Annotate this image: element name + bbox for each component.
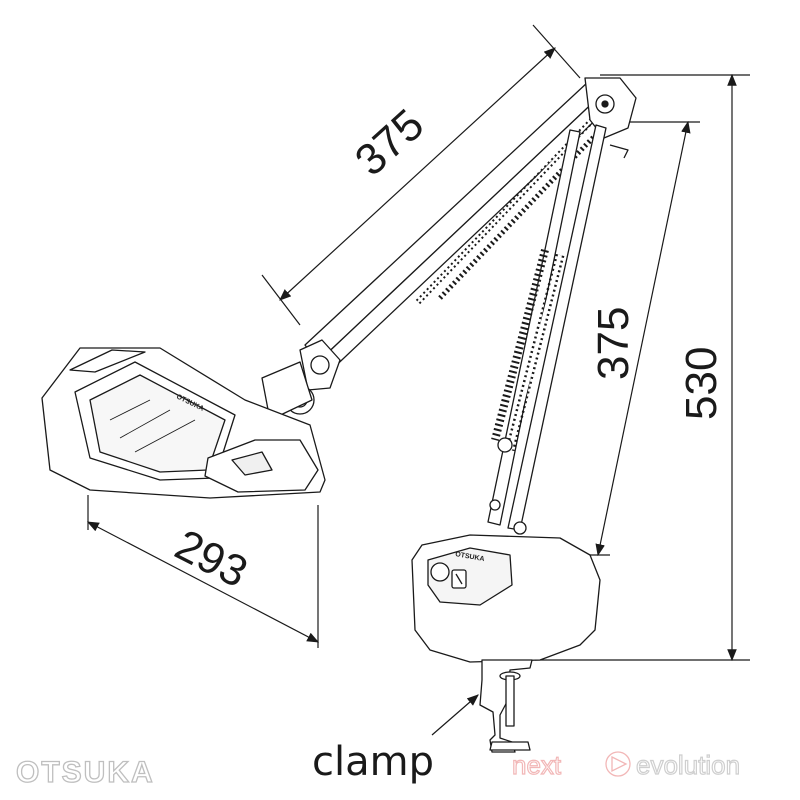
clamp-label: clamp [312,739,434,785]
dimension-head-width: 293 [167,520,255,597]
dimension-lower-arm: 375 [589,307,638,380]
lamp-illustration [41,77,637,753]
next-logo-text: next [512,750,562,780]
dimension-total-height: 530 [677,347,726,420]
dimension-lines [86,24,750,736]
dimension-upper-arm: 375 [346,100,433,186]
right-logo: next evolution [511,749,740,780]
left-logo: OTSUKA [15,755,155,789]
otsuka-logo-text: OTSUKA [16,756,155,789]
play-arrow-icon [605,751,631,777]
evolution-logo-text: evolution [636,750,740,780]
